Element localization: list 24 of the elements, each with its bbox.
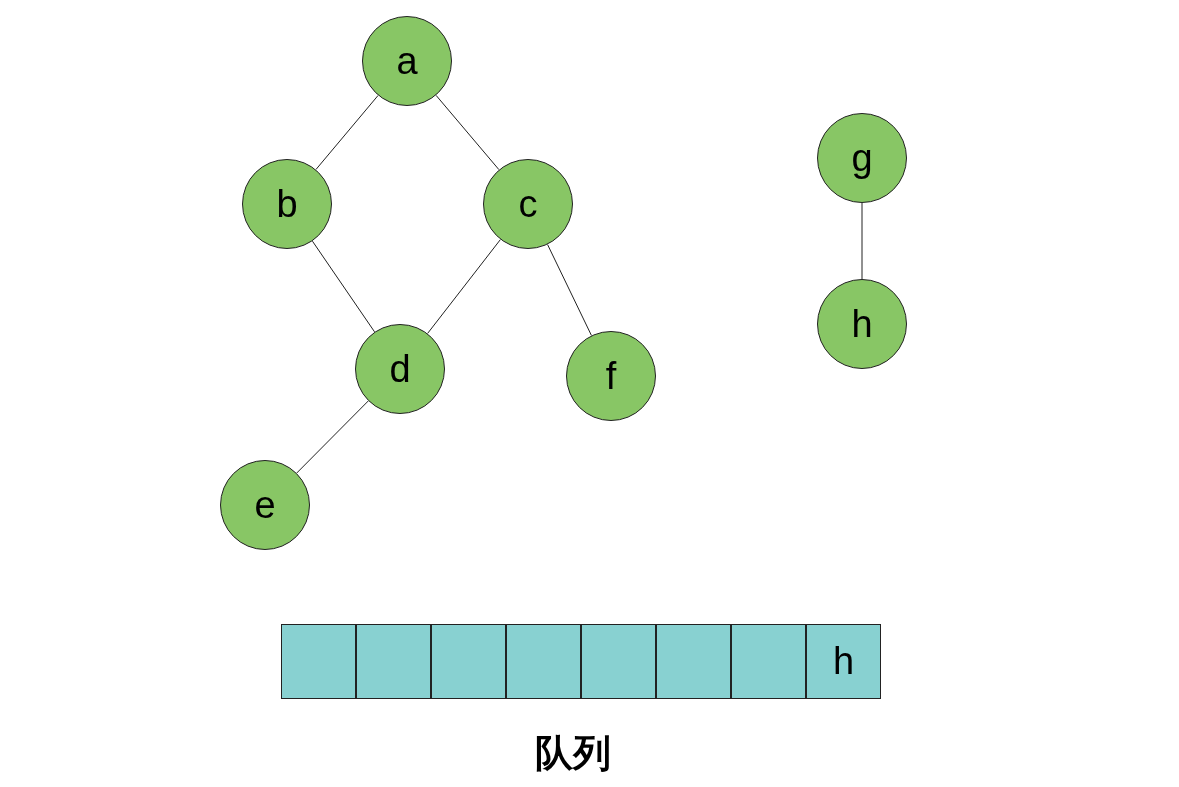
graph-node-circle: c xyxy=(483,159,573,249)
queue-cell xyxy=(581,624,656,699)
connector-line xyxy=(861,202,863,280)
queue-cell xyxy=(731,624,806,699)
graph-node-circle: h xyxy=(817,279,907,369)
graph-node-circle: e xyxy=(220,460,310,550)
connector-line xyxy=(315,94,379,171)
connector-line xyxy=(547,244,592,336)
graph-node-circle: g xyxy=(817,113,907,203)
queue-cell xyxy=(506,624,581,699)
queue-cell xyxy=(656,624,731,699)
connector-line xyxy=(427,239,501,334)
queue-caption: 队列 xyxy=(535,730,611,777)
connector-line xyxy=(435,94,500,171)
queue-cell xyxy=(356,624,431,699)
graph-node-circle: d xyxy=(355,324,445,414)
queue-cell xyxy=(431,624,506,699)
graph-node-circle: f xyxy=(566,331,656,421)
graph-node-circle: b xyxy=(242,159,332,249)
graph-node-circle: a xyxy=(362,16,452,106)
connector-line xyxy=(296,400,369,474)
connector-line xyxy=(311,240,376,333)
queue-cell xyxy=(281,624,356,699)
queue-cell: h xyxy=(806,624,881,699)
